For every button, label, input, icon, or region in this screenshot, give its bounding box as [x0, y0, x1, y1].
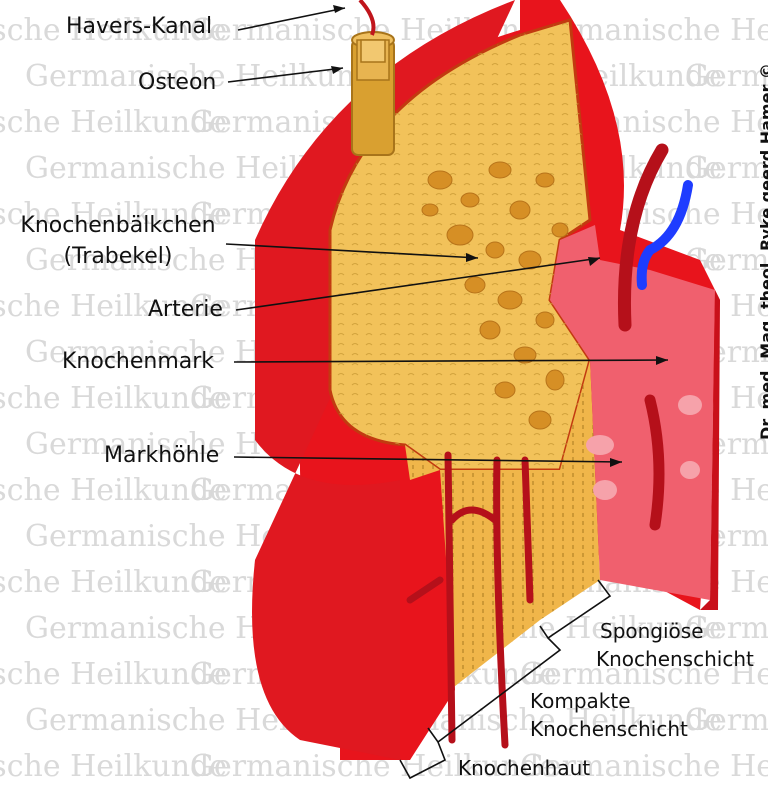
- label-trabekel: (Trabekel): [63, 244, 173, 269]
- artery-vessel-lower: [644, 394, 665, 531]
- watermark-text: Germanische Heilkunde: [0, 13, 227, 48]
- outer-red-band: [252, 0, 515, 760]
- label-spongioese-1: Spongiöse: [600, 619, 704, 643]
- right-red-edge: [700, 290, 720, 610]
- label-knochenbaelkchen: Knochenbälkchen: [20, 213, 216, 238]
- label-osteon: Osteon: [138, 70, 217, 95]
- watermark-text: Germanische Heilkunde: [0, 749, 227, 782]
- watermark-text: Germanische Heilkunde: [0, 289, 227, 324]
- osteon-cylinder: [351, 0, 395, 156]
- copyright-text: Dr. med. Mag. theol. Ryke geerd Hamer ©: [757, 63, 768, 440]
- watermark-text: Germanische Heilkunde: [0, 657, 227, 692]
- label-kompakte-2: Knochenschicht: [530, 717, 688, 741]
- watermark-text: Germanische Heilkunde: [0, 381, 227, 416]
- trabecular-holes: [421, 161, 569, 430]
- layer-brackets: [399, 579, 612, 780]
- watermark-text: Germanische Heilkunde: [0, 565, 227, 600]
- watermark-text: Germanische Heilkunde: [685, 611, 768, 646]
- watermark-text: Germanische Heilkunde: [520, 749, 768, 782]
- artery-vessel: [618, 143, 669, 332]
- label-arterie: Arterie: [148, 297, 223, 322]
- label-knochenmark: Knochenmark: [62, 349, 215, 374]
- label-knochenhaut: Knochenhaut: [458, 756, 591, 780]
- compact-vessels: [406, 451, 534, 749]
- marrow: [550, 225, 715, 600]
- watermark-text: Germanische Heilkunde: [685, 703, 768, 738]
- marrow-spots: [586, 395, 702, 500]
- leader-lines: [225, 7, 669, 463]
- watermark-text: Germanische Heilkunde: [520, 657, 768, 692]
- label-havers-kanal: Havers-Kanal: [66, 14, 213, 39]
- label-spongioese-2: Knochenschicht: [596, 647, 754, 671]
- front-compact-face: [410, 470, 455, 760]
- watermark-text: Germanische Heilkunde: [0, 105, 227, 140]
- watermark-text: Germanische Heilkunde: [25, 59, 392, 94]
- leader-arrowheads: [331, 5, 668, 467]
- watermark-text: Germanische Heilkunde: [685, 151, 768, 186]
- watermark-text: Germanische Heilkunde: [685, 59, 768, 94]
- label-markhoehle: Markhöhle: [104, 443, 220, 468]
- watermark-text: Germanische Heilkunde: [0, 473, 227, 508]
- watermark-text: Germanische Heilkunde: [0, 197, 227, 232]
- vein-vessel: [636, 180, 693, 290]
- label-kompakte-1: Kompakte: [530, 689, 631, 713]
